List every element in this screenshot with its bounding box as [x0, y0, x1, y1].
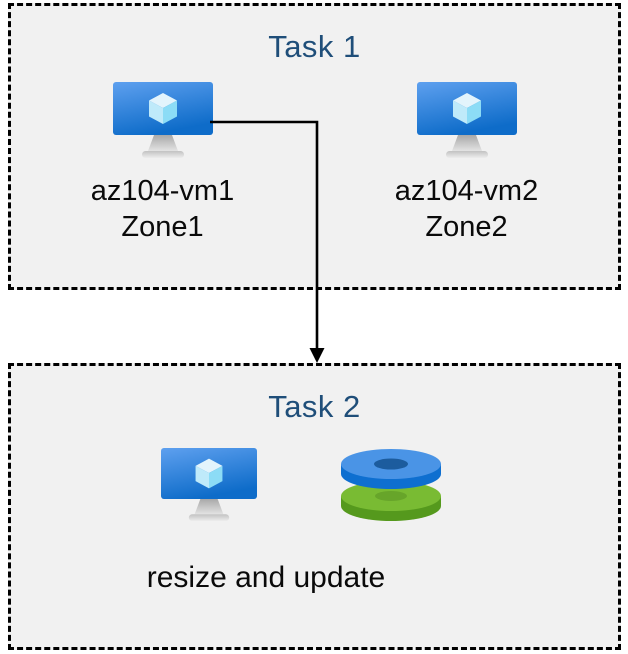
task1-title: Task 1: [268, 29, 361, 64]
managed-disks-icon: [341, 449, 441, 521]
task2-box: Task 2 resize and update: [8, 363, 621, 650]
azure-vm-icon: [112, 82, 213, 158]
task2-caption: resize and update: [146, 561, 386, 594]
vm-unit-az104-vm2: az104-vm2 Zone2: [379, 82, 554, 245]
azure-vm-icon: [416, 82, 517, 158]
task2-title: Task 2: [268, 389, 361, 424]
vm-unit-az104-vm1: az104-vm1 Zone1: [75, 82, 250, 245]
azure-vm-icon: [161, 448, 257, 522]
vm-zone-label: Zone2: [425, 211, 508, 243]
vm-zone-label: Zone1: [121, 211, 204, 243]
vm-name-label: az104-vm1: [90, 175, 235, 207]
task1-box: Task 1 az104-vm1 Zone1 az104-vm2 Zone2: [8, 3, 621, 290]
vm-name-label: az104-vm2: [394, 175, 539, 207]
